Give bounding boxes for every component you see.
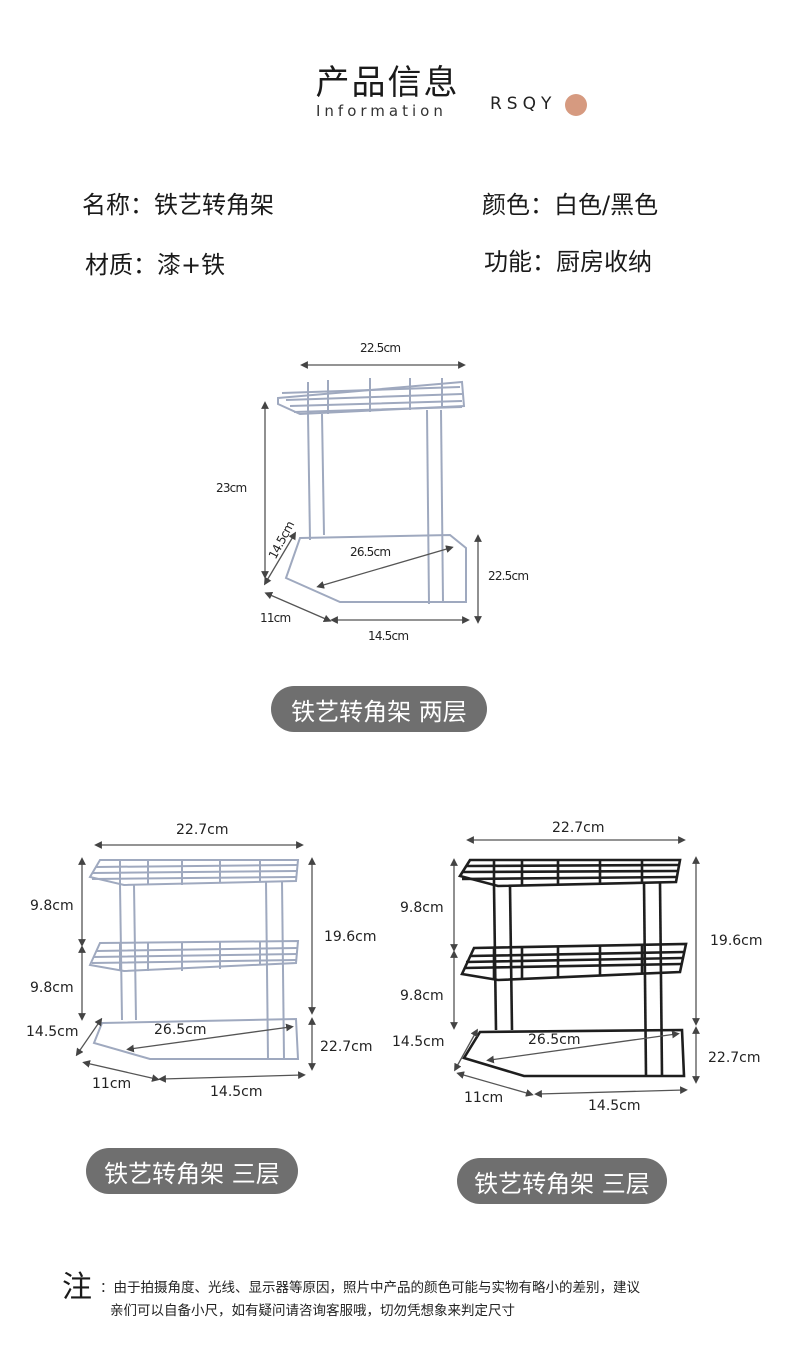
two-tier-diagram: 22.5cm 23cm 14.5cm 26.5cm 22.5cm 11cm 14… [216,341,529,643]
dim-bottom-edge: 14.5cm [588,1098,641,1114]
dim-right-depth: 22.5cm [488,569,528,583]
dim-front-edge: 11cm [464,1090,503,1106]
dim-upper-gap: 9.8cm [30,898,74,914]
dim-side-depth: 14.5cm [392,1034,445,1050]
dim-top-width: 22.5cm [360,341,400,355]
spec-material: 材质：漆+铁 [85,251,226,279]
dim-total-height: 19.6cm [710,933,763,949]
brand-dot-icon [565,94,587,116]
dim-side-depth: 14.5cm [266,519,297,561]
dim-diagonal: 26.5cm [154,1022,207,1038]
spec-function: 功能：厨房收纳 [484,248,652,276]
three-tier-white-diagram: 22.7cm 9.8cm 9.8cm 19.6cm 14.5cm 26.5cm … [26,822,377,1100]
spec-color: 颜色：白色/黑色 [482,191,659,219]
note-line-1: ：由于拍摄角度、光线、显示器等原因，照片中产品的颜色可能与实物有略小的差别，建议 [100,1280,640,1296]
dim-side-depth: 14.5cm [26,1024,79,1040]
dim-front-edge: 11cm [92,1076,131,1092]
dim-lower-gap: 9.8cm [400,988,444,1004]
spec-name: 名称：铁艺转角架 [82,191,274,219]
page-title: 产品信息 [315,63,460,103]
dim-bottom-edge: 14.5cm [210,1084,263,1100]
dim-bottom-edge: 14.5cm [368,629,408,643]
dim-diagonal: 26.5cm [528,1032,581,1048]
dim-total-height: 19.6cm [324,929,377,945]
page-subtitle: Information [316,102,447,120]
dim-top-width: 22.7cm [552,820,605,836]
dim-right-depth: 22.7cm [708,1050,761,1066]
three-tier-black-label: 铁艺转角架 三层 [457,1158,667,1204]
dim-diagonal: 26.5cm [350,545,390,559]
three-tier-black-diagram: 22.7cm 9.8cm 9.8cm 19.6cm 14.5cm 26.5cm … [392,820,763,1114]
dim-upper-gap: 9.8cm [400,900,444,916]
dim-front-edge: 11cm [260,611,290,625]
dim-right-depth: 22.7cm [320,1039,373,1055]
brand-name: RSQY [490,94,557,114]
note-mark: 注 [62,1270,92,1305]
dim-height: 23cm [216,481,246,495]
three-tier-white-label: 铁艺转角架 三层 [86,1148,298,1194]
note-line-2: 亲们可以自备小尺，如有疑问请咨询客服哦，切勿凭想象来判定尺寸 [110,1303,515,1319]
dim-top-width: 22.7cm [176,822,229,838]
two-tier-label: 铁艺转角架 两层 [271,686,487,732]
two-tier-rack-drawing [277,378,467,605]
dim-lower-gap: 9.8cm [30,980,74,996]
